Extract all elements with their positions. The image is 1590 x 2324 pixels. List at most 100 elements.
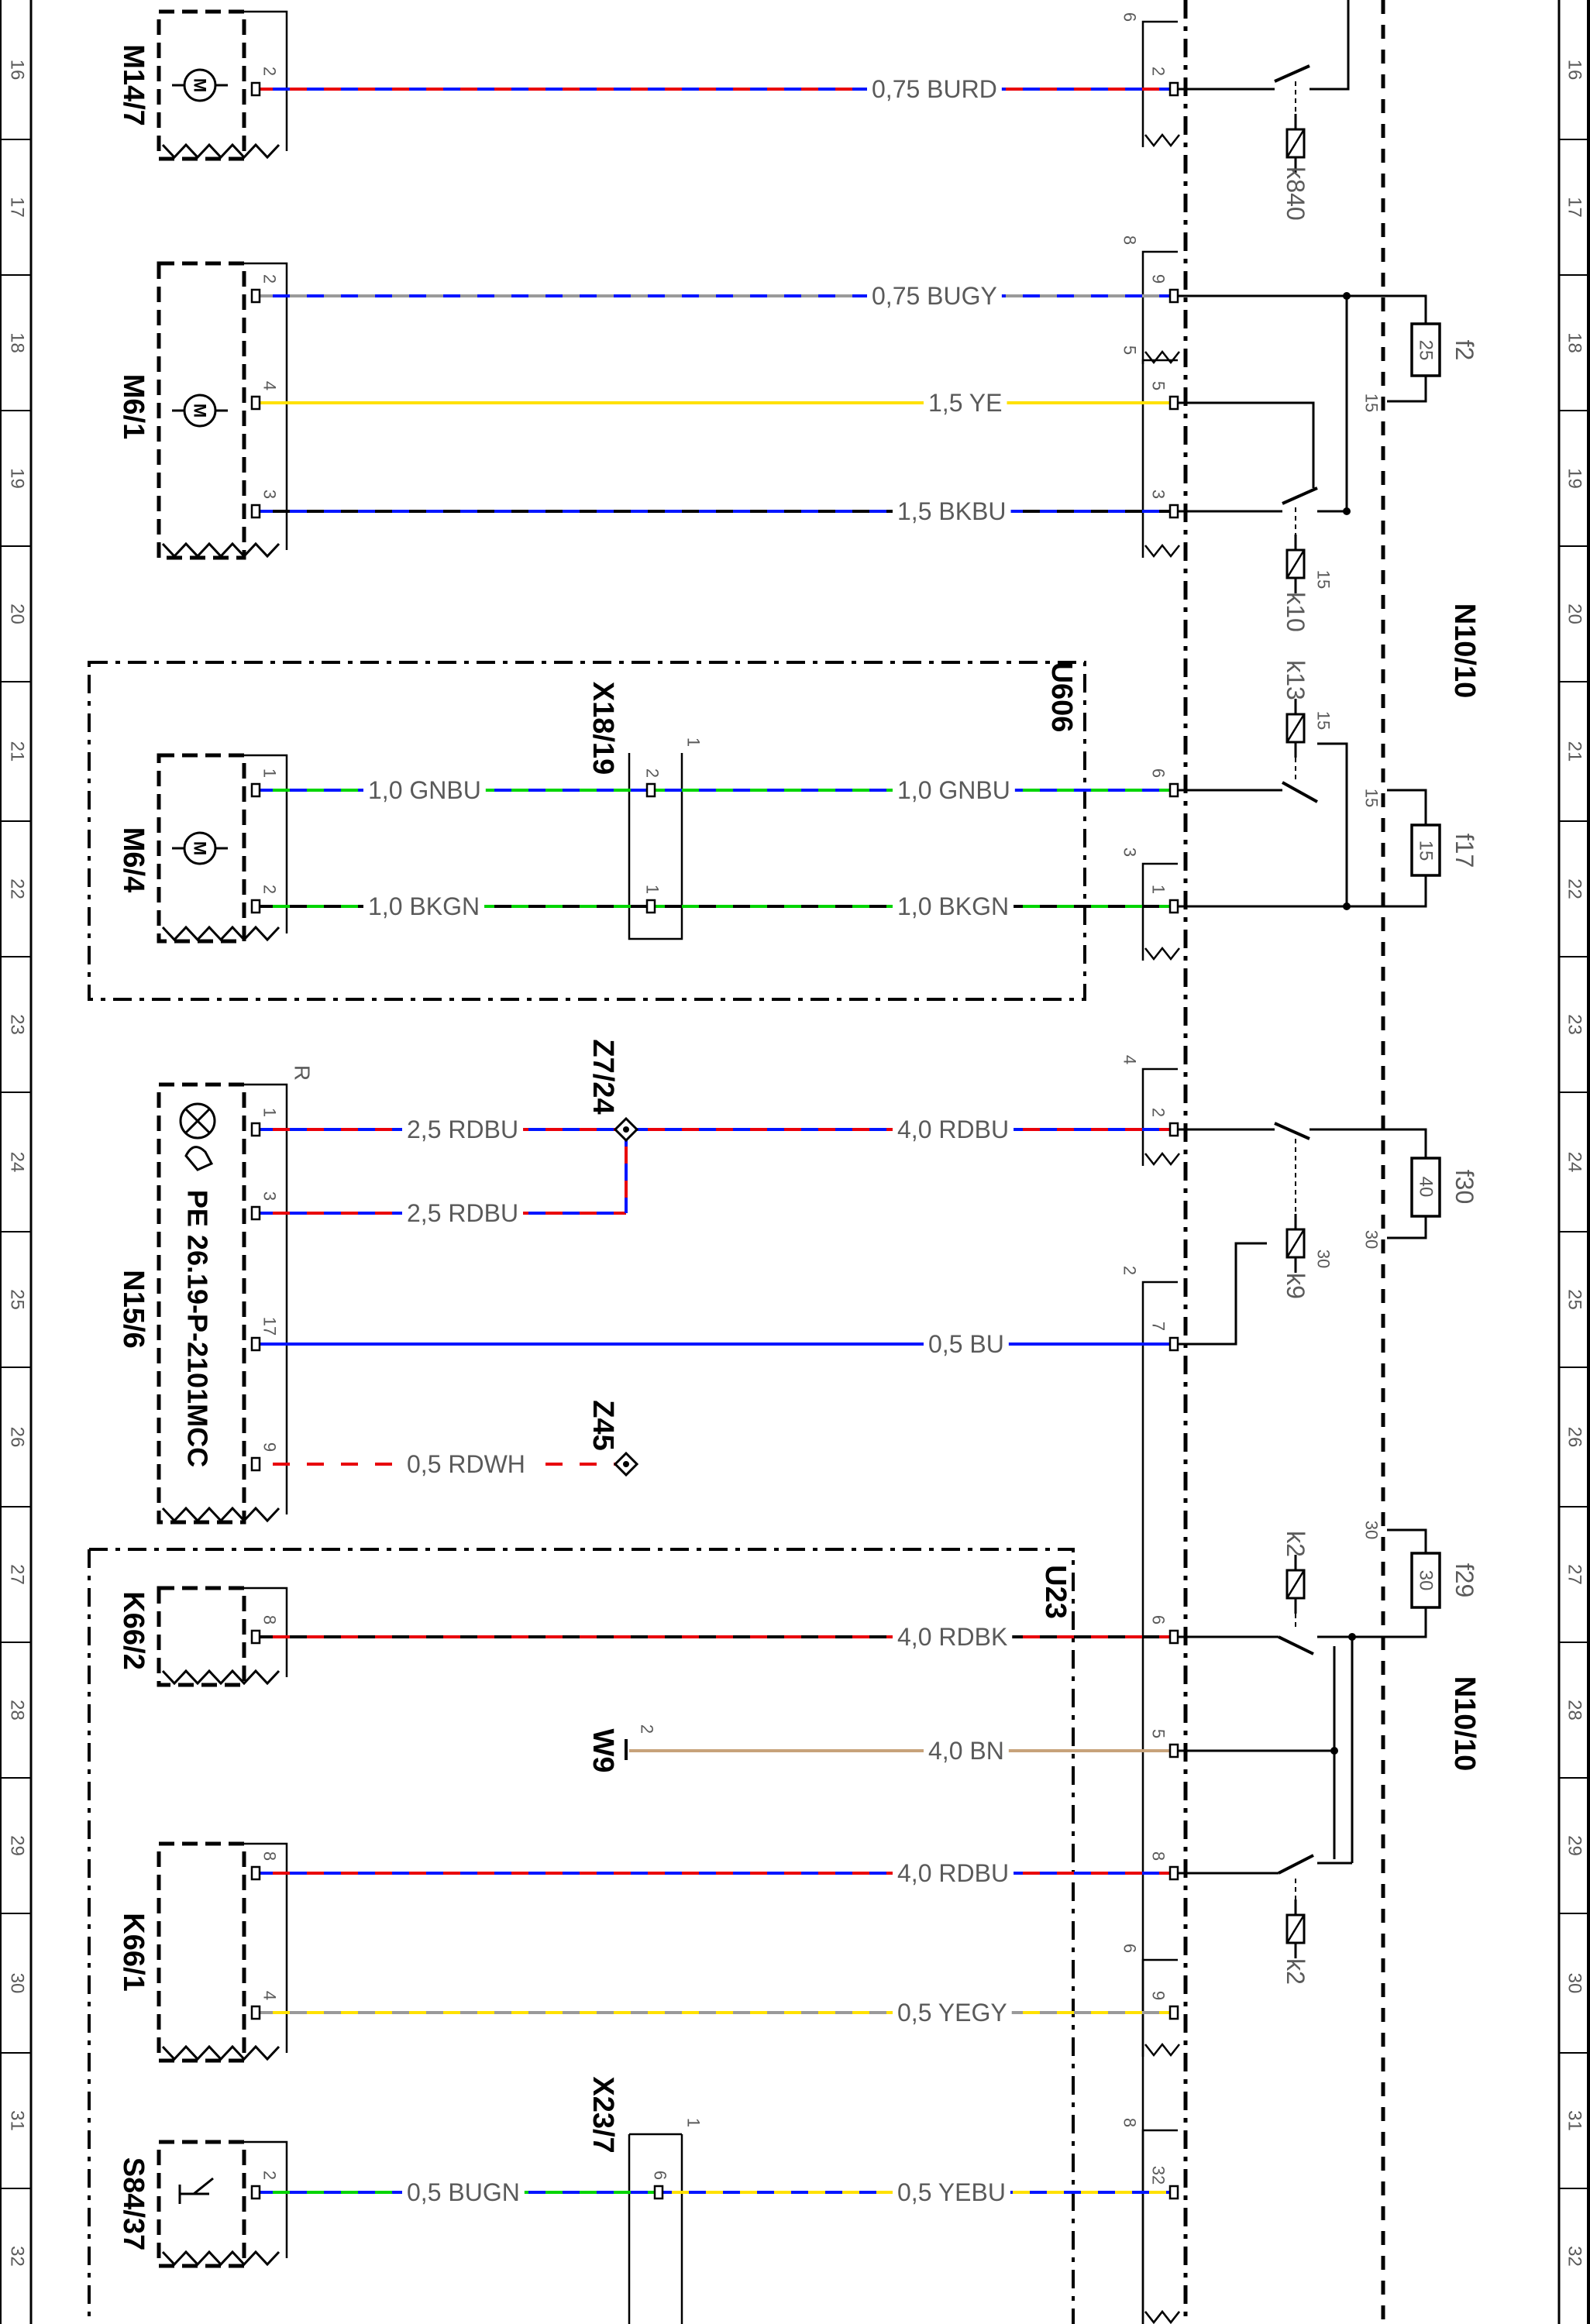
wire-label-bg — [893, 1114, 1014, 1145]
component-pin — [250, 1336, 261, 1352]
row-number-left: 21 — [7, 741, 28, 762]
cu-strip-18b-break — [1144, 543, 1180, 559]
cu-strip-18a — [1141, 250, 1178, 364]
component-label: N10/10 — [1448, 603, 1481, 699]
n15-6-connector — [244, 1083, 288, 1514]
cu-strip-31 — [1141, 2129, 1178, 2324]
wire-label-bg — [924, 1329, 1009, 1360]
wire-label-bg — [893, 496, 1011, 527]
m14-7-break-line — [161, 143, 280, 160]
component-label: N15/6 — [117, 1270, 150, 1348]
control-unit-pin — [1168, 288, 1179, 304]
wire-label-bg — [363, 775, 486, 806]
s84-37-box — [157, 2140, 246, 2268]
wire-label: 1,0 GNBU — [368, 776, 481, 804]
pin-number: 2 — [638, 1724, 657, 1734]
m6-4-connector — [244, 754, 288, 933]
switch-icon — [193, 2177, 214, 2195]
row-number-right: 16 — [1564, 60, 1585, 81]
pin-number: 5 — [1149, 1729, 1168, 1738]
component-pin — [250, 2185, 261, 2200]
u606-boundary — [88, 661, 1086, 1001]
m6-4-break-line — [161, 925, 280, 942]
wire-label-bg — [893, 2177, 1010, 2208]
wire-label: 4,0 RDBK — [897, 1623, 1007, 1651]
k2-contact-a — [1278, 1635, 1314, 1655]
fuse-rating: 15 — [1416, 841, 1437, 861]
control-unit-pin — [1168, 2005, 1179, 2020]
row-number-right: 19 — [1564, 468, 1585, 489]
pin-number: 3 — [1149, 490, 1168, 499]
row-number-right: 21 — [1564, 741, 1585, 762]
pin-number: 6 — [1120, 12, 1140, 22]
pin-number: 1 — [260, 1108, 280, 1117]
control-unit-pin — [1168, 782, 1179, 798]
row-number-right: 30 — [1564, 1973, 1585, 1994]
wire-label: 0,5 YEBU — [897, 2178, 1006, 2206]
component-label: W9 — [587, 1729, 619, 1773]
wire-label-bg — [893, 1858, 1014, 1889]
component-pin — [250, 395, 261, 411]
pin-number: 8 — [1149, 1851, 1168, 1861]
component-pin — [250, 1629, 261, 1645]
control-unit-pin — [1168, 1743, 1179, 1758]
wire-label: 1,5 YE — [928, 389, 1002, 417]
pin-number: 2 — [260, 67, 280, 76]
row-number-right: 25 — [1564, 1289, 1585, 1310]
fuse-rating: 30 — [1416, 1570, 1437, 1591]
row-number-left: 17 — [7, 197, 28, 218]
wire-label: 2,5 RDBU — [407, 1116, 518, 1143]
wire-label-bg — [867, 280, 1002, 311]
pin-number: 2 — [643, 768, 662, 778]
cu-strip-16-break — [1144, 132, 1180, 148]
component-pin — [250, 899, 261, 914]
row-number-right: 29 — [1564, 1835, 1585, 1856]
component-pin — [250, 288, 261, 304]
x18-19-pin — [645, 782, 656, 798]
pin-number: 8 — [1120, 235, 1140, 245]
pin-number: 6 — [1149, 1615, 1168, 1624]
relay-label: k2 — [1282, 1958, 1310, 1985]
x23-7-pin — [653, 2185, 664, 2200]
pin-number: 2 — [1120, 1266, 1140, 1275]
component-label: M14/7 — [117, 44, 150, 126]
component-label: U606 — [1045, 662, 1078, 733]
wire-label: 1,0 BKGN — [368, 892, 480, 920]
wire-label-bg — [867, 74, 1002, 105]
wire-label: 0,5 RDWH — [407, 1450, 525, 1478]
component-pin — [250, 1865, 261, 1881]
component-pin — [250, 504, 261, 519]
component-pin — [250, 782, 261, 798]
wire-label-bg — [893, 1997, 1012, 2028]
wire-label: 4,0 RDBU — [897, 1116, 1009, 1143]
pin-number: 30 — [1362, 1230, 1382, 1249]
pin-number: 2 — [1149, 1108, 1168, 1117]
component-label: U23 — [1039, 1565, 1072, 1619]
row-number-left: 23 — [7, 1014, 28, 1035]
row-number-right: 18 — [1564, 332, 1585, 353]
pin-number: 1 — [684, 2118, 704, 2127]
wire-label-bg — [924, 1735, 1009, 1766]
component-label: X23/7 — [587, 2076, 619, 2153]
motor-icon-glyph: M — [191, 404, 210, 418]
f17-wire — [1387, 789, 1427, 908]
pin-number: 1 — [260, 768, 280, 778]
pin-number: 4 — [260, 381, 280, 390]
row-number-left: 27 — [7, 1564, 28, 1585]
pin-number: 1 — [643, 885, 662, 894]
pin-number: 8 — [1120, 2118, 1140, 2127]
k9-coil-diag — [1285, 1229, 1306, 1258]
wire-label-bg — [924, 387, 1007, 418]
k9-coil-wire — [1178, 1242, 1267, 1346]
f29-wire — [1387, 1528, 1427, 1638]
lamp-icon-cross — [184, 1108, 211, 1134]
motor-icon-glyph: M — [191, 841, 210, 855]
cu-strip-22 — [1141, 862, 1178, 961]
row-number-right: 28 — [1564, 1700, 1585, 1721]
pin-number: 5 — [1149, 381, 1168, 390]
component-frames: MMM — [88, 0, 1385, 2324]
pin-number: 4 — [1120, 1055, 1140, 1064]
control-unit-pin — [1168, 1336, 1179, 1352]
pin-number: 1 — [1149, 885, 1168, 894]
